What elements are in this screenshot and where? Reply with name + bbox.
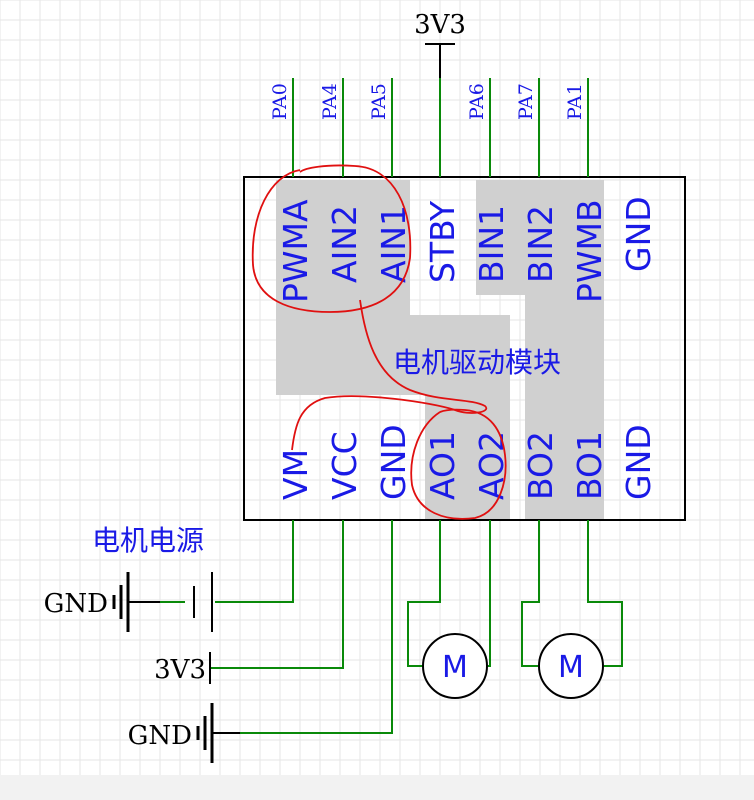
top-net-labels: PA0 PA4 PA5 PA6 PA7 PA1 xyxy=(269,83,586,120)
gnd-label-motor: GND xyxy=(44,589,108,619)
motor-driver-module-body xyxy=(243,176,686,521)
net-label-pa0: PA0 xyxy=(269,83,291,120)
net-label-pa5: PA5 xyxy=(368,83,390,120)
pin-highlight-regions xyxy=(276,180,604,520)
motor-b: M xyxy=(538,633,604,699)
gnd-label-logic: GND xyxy=(128,721,192,751)
motor-b-label: M xyxy=(558,650,584,685)
pin-gnd-bottom: GND xyxy=(374,424,413,500)
ground-symbol-logic: GND xyxy=(128,703,240,763)
net-label-pa6: PA6 xyxy=(466,83,488,120)
pin-bin1: BIN1 xyxy=(472,205,511,283)
pin-vcc: VCC xyxy=(325,431,364,500)
module-title: 电机驱动模块 xyxy=(393,346,561,379)
top-pin-wires xyxy=(292,78,589,177)
net-label-pa4: PA4 xyxy=(319,83,341,120)
pin-ao1: AO1 xyxy=(423,431,462,500)
pin-stby: STBY xyxy=(423,200,462,283)
vcc-label: 3V3 xyxy=(154,655,206,685)
pin-bo1: BO1 xyxy=(570,431,609,500)
pin-pwma: PWMA xyxy=(276,199,315,303)
net-label-pa7: PA7 xyxy=(515,83,537,120)
top-3v3-supply: 3V3 xyxy=(414,10,466,78)
pin-gnd-bottom-2: GND xyxy=(619,424,658,500)
pin-gnd-top: GND xyxy=(619,196,658,272)
bottom-pin-names: VM VCC GND AO1 AO2 BO2 BO1 GND xyxy=(276,424,658,500)
pin-bin2: BIN2 xyxy=(521,205,560,283)
pin-ain2: AIN2 xyxy=(325,205,364,283)
bottom-wires xyxy=(210,520,623,734)
motor-supply-label: 电机电源 xyxy=(92,524,204,557)
motor-a: M xyxy=(422,633,488,699)
bottom-strip xyxy=(0,775,754,800)
battery-symbol xyxy=(150,572,213,632)
pin-bo2: BO2 xyxy=(521,431,560,500)
motor-a-label: M xyxy=(442,650,468,685)
net-label-pa1: PA1 xyxy=(564,83,586,120)
pin-ao2: AO2 xyxy=(472,431,511,500)
pin-vm: VM xyxy=(276,449,315,500)
ground-symbol-motor: GND xyxy=(44,572,160,632)
top-supply-label: 3V3 xyxy=(414,10,466,40)
pin-pwmb: PWMB xyxy=(570,199,609,303)
vcc-3v3-supply: 3V3 xyxy=(154,652,211,685)
red-annotations xyxy=(251,164,507,520)
